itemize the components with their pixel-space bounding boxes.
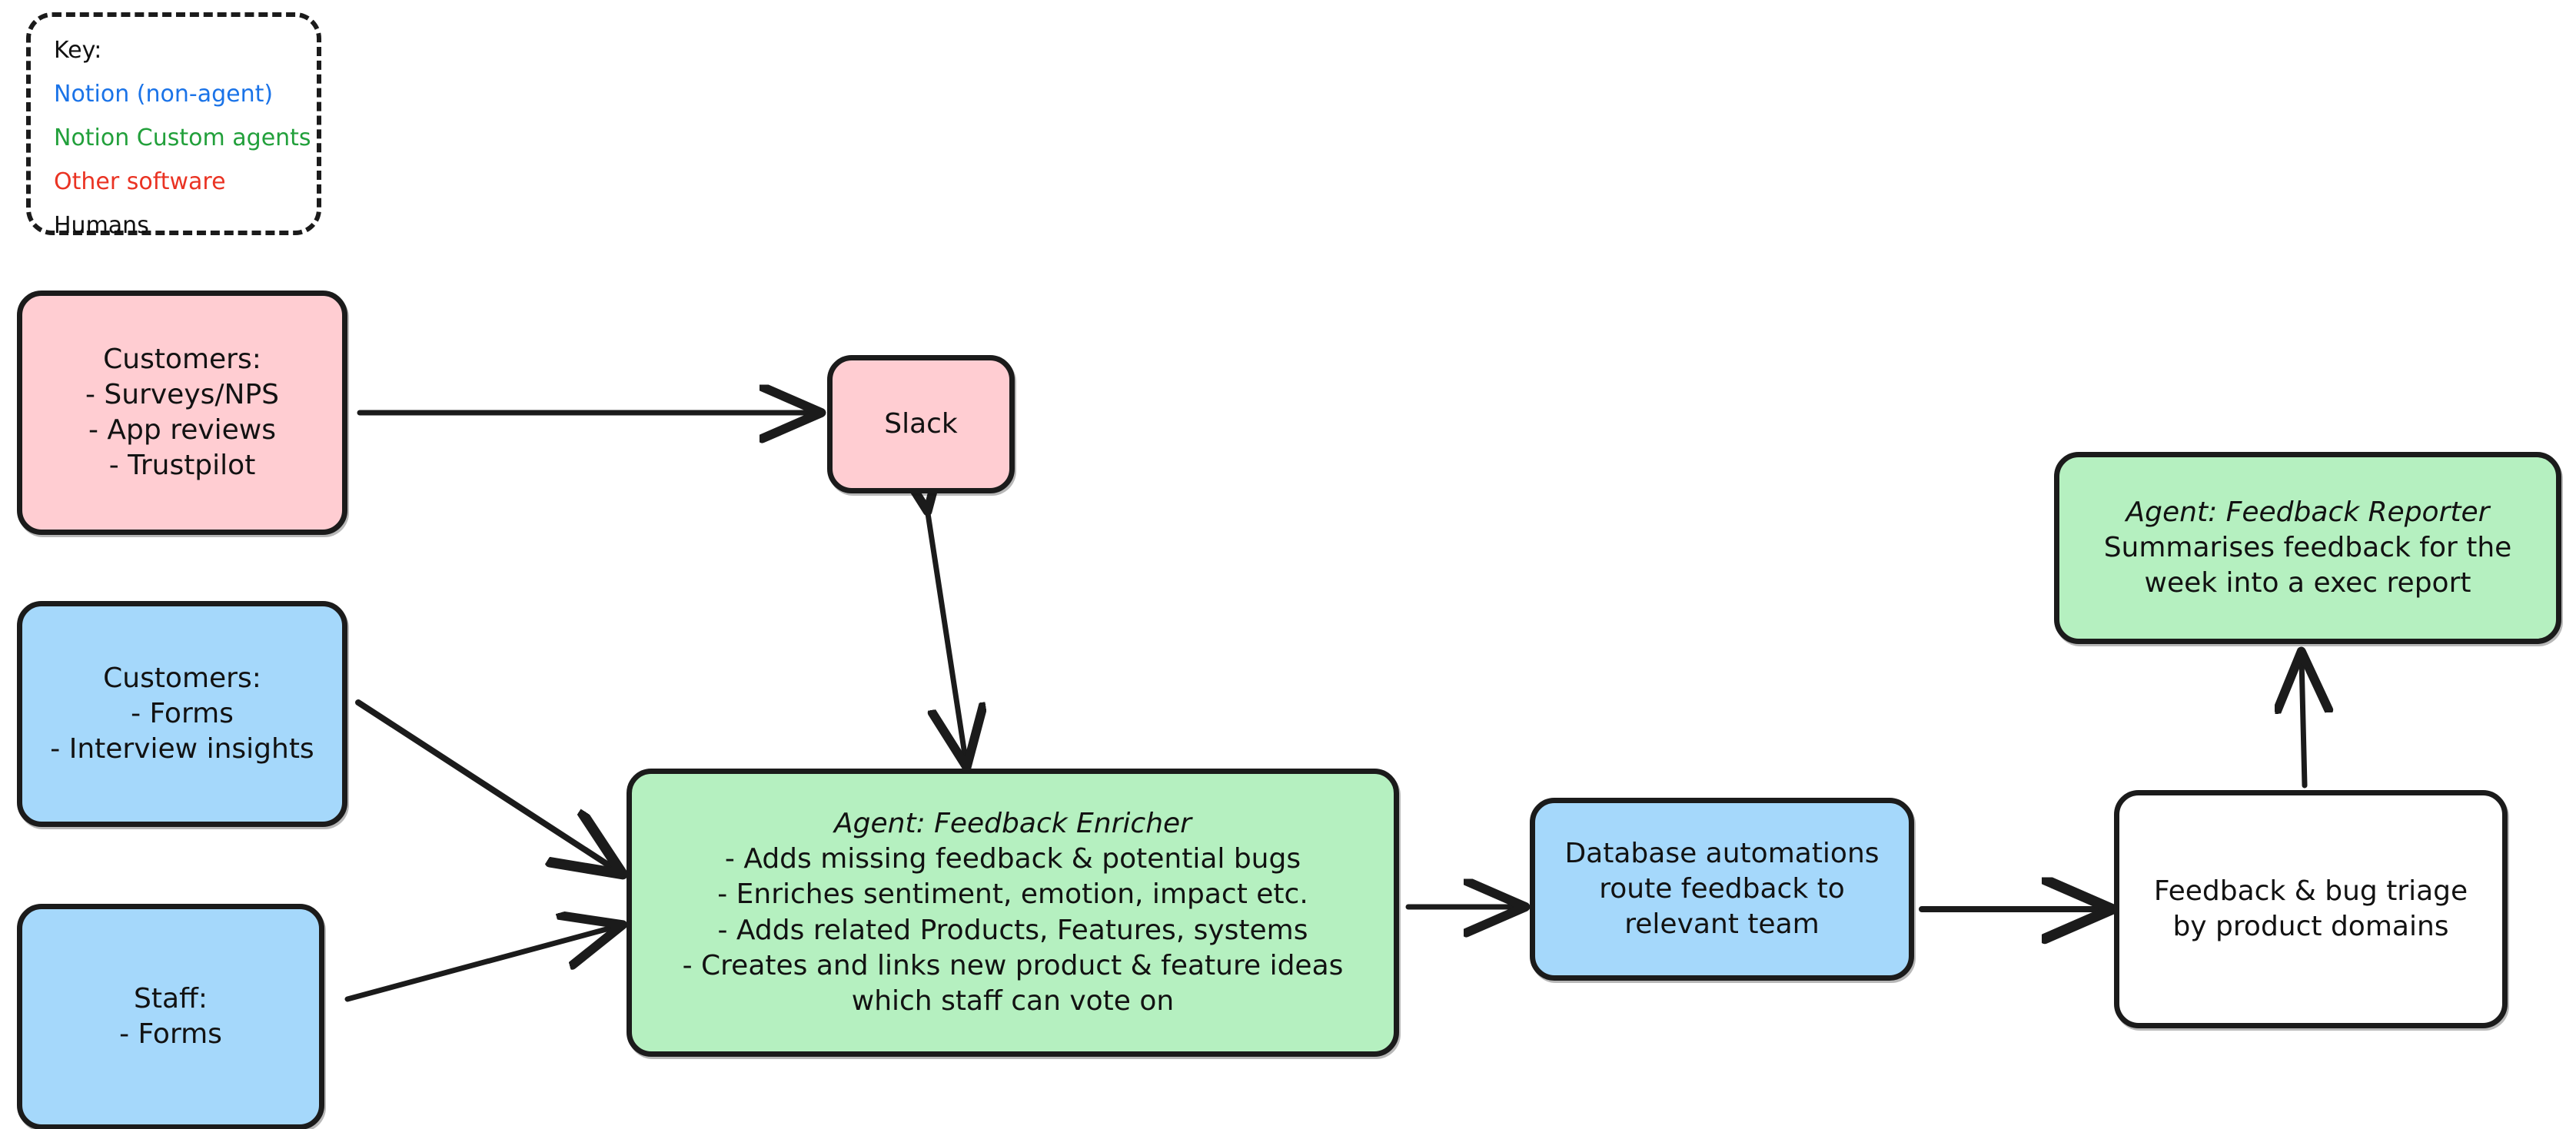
node-customers-forms[interactable]: Customers: - Forms - Interview insights [17,601,347,827]
node-line: - Adds missing feedback & potential bugs [724,843,1301,875]
node-line: - Surveys/NPS [85,378,280,410]
node-line: - Enriches sentiment, emotion, impact et… [717,878,1308,911]
node-feedback-enricher[interactable]: Agent: Feedback Enricher - Adds missing … [627,769,1399,1057]
legend-item-notion-custom-agents: Notion Custom agents [54,125,311,151]
node-line: Customers: [103,662,261,694]
node-line: Customers: [103,343,261,375]
node-line: Staff: [134,982,208,1014]
node-line: by product domains [2172,911,2449,942]
node-line: which staff can vote on [851,985,1175,1017]
node-customers-surveys[interactable]: Customers: - Surveys/NPS - App reviews -… [17,291,347,535]
node-staff[interactable]: Staff: - Forms [17,904,324,1129]
edge-customers-forms-to-feedback-enricher [355,699,615,869]
node-line: week into a exec report [2144,567,2471,599]
edge-staff-to-feedback-enricher [344,927,615,1002]
node-line: relevant team [1624,908,1820,941]
legend-title: Key: [54,37,102,64]
edge-slack-to-feedback-enricher [926,503,966,759]
node-line: Agent: Feedback Reporter [2126,496,2490,528]
node-db-automations[interactable]: Database automations route feedback to r… [1530,798,1914,981]
node-line: - Interview insights [50,733,314,765]
node-line: Feedback & bug triage [2153,875,2468,907]
node-line: - Creates and links new product & featur… [682,949,1344,981]
node-line: Database automations [1564,837,1880,869]
legend-item-notion-non-agent: Notion (non-agent) [54,81,274,108]
node-line: - App reviews [88,414,277,446]
node-line: - Adds related Products, Features, syste… [717,914,1308,946]
node-line: - Forms [131,697,234,729]
node-feedback-reporter[interactable]: Agent: Feedback Reporter Summarises feed… [2054,452,2561,644]
legend-key-box: Key: Notion (non-agent) Notion Custom ag… [26,12,321,239]
node-slack[interactable]: Slack [827,355,1015,493]
node-line: route feedback to [1599,872,1845,905]
node-line: - Trustpilot [108,450,256,482]
node-line: Slack [884,407,958,440]
node-line: Agent: Feedback Enricher [834,808,1192,840]
edge-triage-to-feedback-reporter [2302,659,2305,789]
legend-item-humans: Humans [54,212,149,239]
node-line: Summarises feedback for the [2103,531,2512,563]
node-line: - Forms [119,1018,222,1050]
node-triage[interactable]: Feedback & bug triage by product domains [2114,790,2508,1028]
legend-item-other-software: Other software [54,168,226,195]
